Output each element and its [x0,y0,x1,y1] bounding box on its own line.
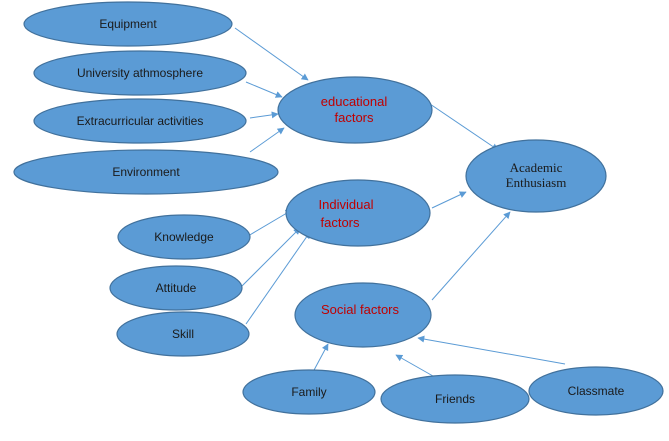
node-skill: Skill [116,311,250,357]
node-friends-label: Friends [435,392,475,406]
edge-knowledge-individual [247,209,293,237]
edge-family-social [312,343,329,373]
node-academic-enthusiasm-label-line1: Academic [510,160,563,175]
node-educational-factors-label-line1: educational [321,94,388,109]
node-family: Family [242,369,376,415]
node-academic-enthusiasm-label-line2: Enthusiasm [506,175,567,190]
node-attitude: Attitude [109,265,243,311]
node-attitude-label: Attitude [156,281,197,295]
node-individual-factors: Individual factors [285,179,431,247]
edge-extracurricular-educational [249,111,279,119]
node-family-label: Family [291,385,326,399]
edge-attitude-individual [241,227,301,287]
edge-social-academic [431,211,511,301]
node-university-atmosphere-label: University athmosphere [77,66,203,80]
node-academic-enthusiasm: Academic Enthusiasm [465,139,607,213]
node-university-atmosphere: University athmosphere [33,50,247,96]
node-skill-label: Skill [172,327,194,341]
node-extracurricular-activities-label: Extracurricular activities [77,114,204,128]
node-equipment-label: Equipment [99,17,157,31]
edge-skill-individual [245,231,311,325]
edge-environment-educational [249,127,285,153]
node-environment-label: Environment [112,165,180,179]
edge-classmate-social [417,335,566,365]
node-social-factors-label: Social factors [321,302,400,317]
edge-equipment-educational [234,27,309,81]
node-friends: Friends [380,374,530,424]
node-educational-factors-label-line2: factors [334,110,374,125]
node-environment: Environment [13,149,279,195]
node-classmate: Classmate [528,366,664,416]
node-individual-factors-label-line1: Individual [319,197,374,212]
node-social-factors: Social factors [294,282,432,348]
edge-atmosphere-educational [245,81,283,98]
node-extracurricular-activities: Extracurricular activities [33,98,247,144]
node-educational-factors: educational factors [277,76,433,144]
edge-individual-academic [431,191,467,209]
node-knowledge: Knowledge [117,214,251,260]
node-knowledge-label: Knowledge [154,230,214,244]
edge-educational-academic [429,103,499,151]
node-classmate-label: Classmate [568,384,625,398]
node-equipment: Equipment [23,1,233,47]
node-individual-factors-label-line2: factors [320,215,360,230]
